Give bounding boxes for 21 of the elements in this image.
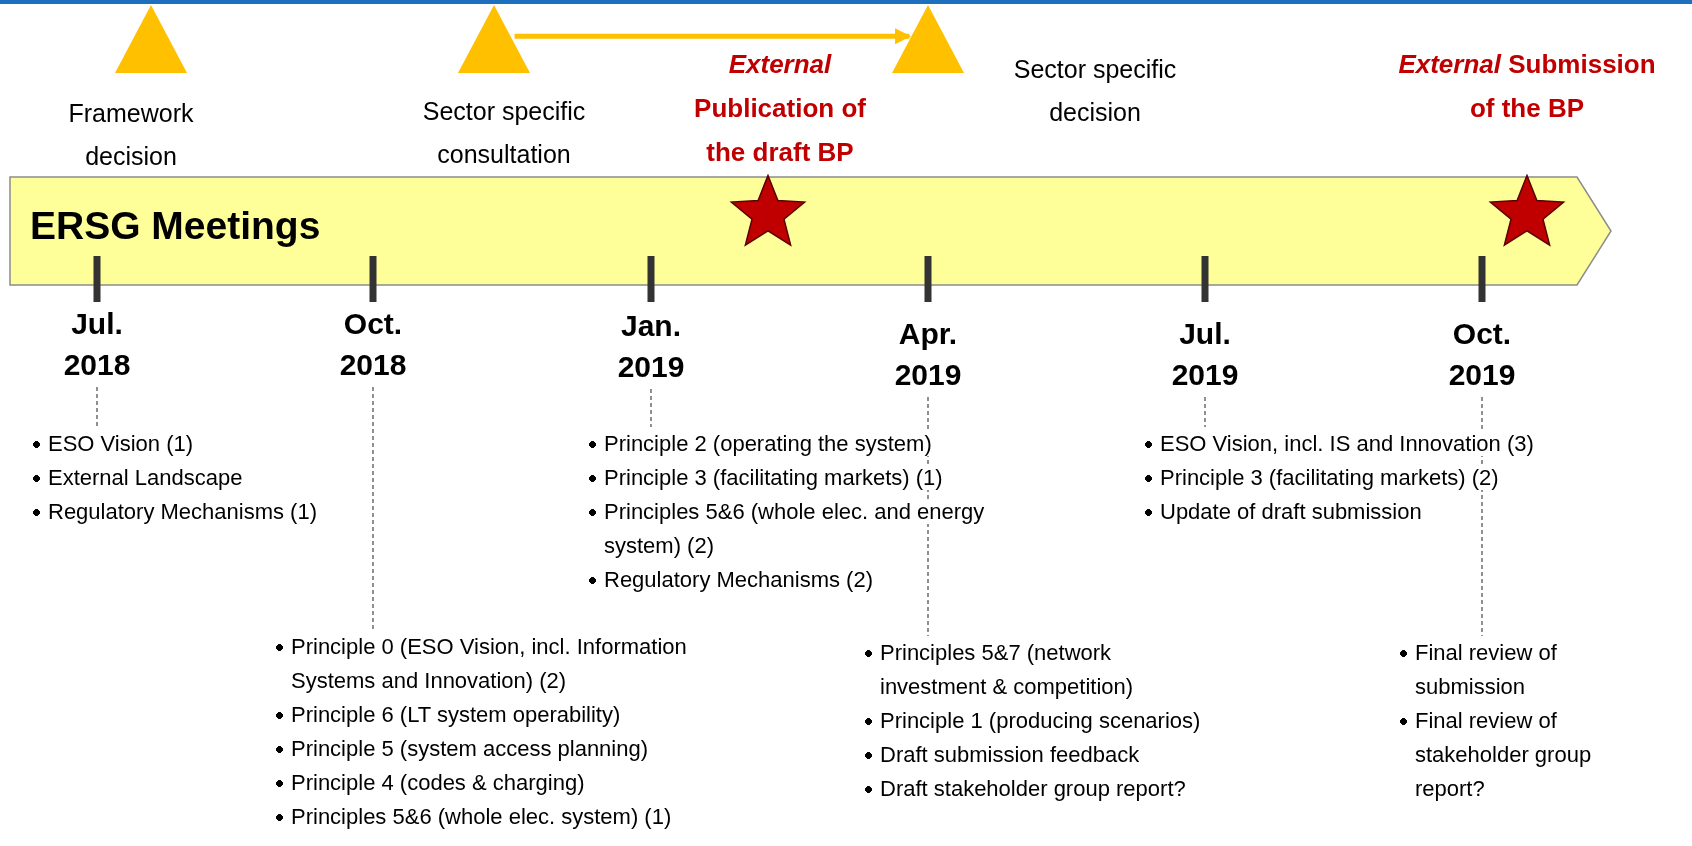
milestone-label: Sector specific decision	[1012, 54, 1178, 128]
event-label: External Publication of the draft BP	[693, 48, 867, 169]
date-label: Jul. 2019	[1150, 313, 1260, 395]
band-title: ERSG Meetings	[30, 206, 321, 245]
date-label: Jan. 2019	[596, 305, 706, 387]
date-label: Apr. 2019	[873, 313, 983, 395]
leader-line	[372, 386, 374, 631]
date-label: Oct. 2018	[318, 303, 428, 385]
leader-line	[650, 388, 652, 428]
milestone-triangle	[892, 5, 964, 73]
leader-line	[1481, 396, 1483, 637]
milestone-label: Framework decision	[67, 98, 195, 172]
milestone-triangle	[458, 5, 530, 73]
leader-line	[96, 386, 98, 428]
date-label: Jul. 2018	[42, 303, 152, 385]
milestone-triangle	[115, 5, 187, 73]
arrow	[514, 28, 912, 45]
leader-line	[1204, 396, 1206, 428]
milestone-label: Sector specific consultation	[421, 96, 587, 170]
date-label: Oct. 2019	[1427, 313, 1537, 395]
event-label: External Submission of the BP	[1397, 48, 1657, 125]
